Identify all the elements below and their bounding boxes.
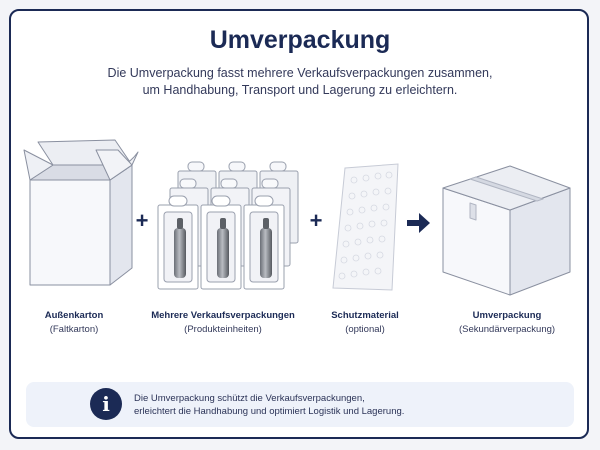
page-subtitle: Die Umverpackung fasst mehrere Verkaufsv… — [60, 65, 540, 99]
item-label-retail-packages: Mehrere Verkaufsverpackungen (Produktein… — [148, 309, 298, 337]
bottles — [174, 218, 272, 278]
arrow-right-icon — [407, 213, 430, 233]
item-label-outer-packaging: Umverpackung (Sekundärverpackung) — [432, 309, 582, 337]
item-subtitle: (optional) — [345, 324, 385, 335]
closed-box-illustration — [442, 165, 571, 296]
item-subtitle: (Produkteinheiten) — [184, 324, 262, 335]
item-subtitle: (Sekundärverpackung) — [458, 324, 556, 335]
open-carton-illustration — [23, 139, 139, 286]
item-title: Mehrere Verkaufsverpackungen — [151, 310, 295, 321]
plus-operator: + — [136, 208, 149, 233]
plus-operator: + — [310, 208, 323, 233]
info-icon: i — [90, 388, 122, 420]
subtitle-line: Die Umverpackung fasst mehrere Verkaufsv… — [107, 66, 493, 80]
bubble-wrap-illustration — [332, 163, 399, 291]
info-box: i Die Umverpackung schützt die Verkaufsv… — [26, 382, 574, 427]
page-title: Umverpackung — [209, 26, 391, 54]
info-line: Die Umverpackung schützt die Verkaufsver… — [134, 393, 365, 404]
item-title: Außenkarton — [44, 310, 104, 321]
item-subtitle: (Faltkarton) — [49, 324, 99, 335]
subtitle-line: um Handhabung, Transport und Lagerung zu… — [142, 83, 458, 97]
item-title: Schutzmaterial — [331, 310, 399, 321]
info-line: erleichtert die Handhabung und optimiert… — [134, 406, 405, 417]
item-label-protective-material: Schutzmaterial (optional) — [290, 309, 440, 337]
info-text: Die Umverpackung schützt die Verkaufsver… — [134, 392, 554, 418]
item-label-outer-carton: Außenkarton (Faltkarton) — [0, 309, 149, 337]
item-title: Umverpackung — [472, 310, 542, 321]
